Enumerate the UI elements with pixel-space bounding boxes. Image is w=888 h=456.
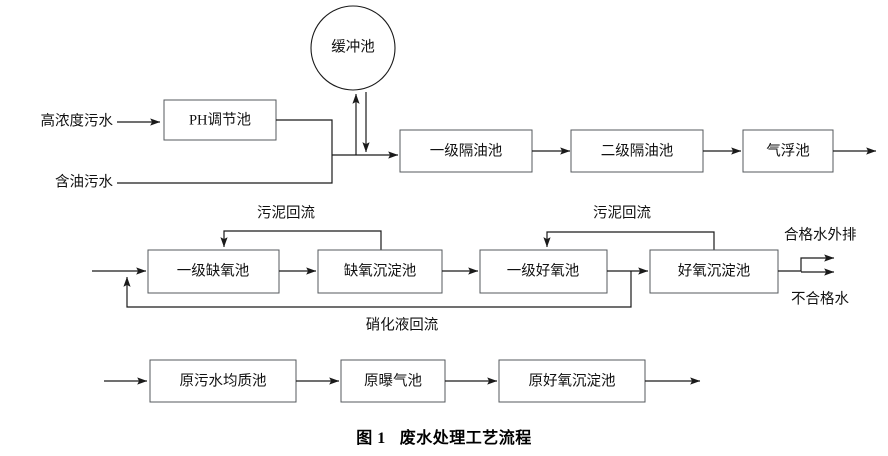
box-oil-separator-1[interactable] <box>399 129 533 173</box>
figure-caption-number: 图 1 <box>356 430 386 447</box>
box-raw-homogenizing-tank[interactable] <box>149 359 297 403</box>
box-flotation-tank[interactable] <box>742 129 834 173</box>
label-raw-homogenizing-tank: 原污水均质池 <box>180 372 267 389</box>
box-anoxic-tank-1[interactable] <box>147 249 280 294</box>
label-anoxic-tank-1: 一级缺氧池 <box>177 262 250 279</box>
label-anoxic-settling-tank: 缺氧沉淀池 <box>344 262 417 279</box>
connector-sludge-return-1 <box>220 230 382 250</box>
output-label-unqualified-water: 不合格水 <box>791 290 849 307</box>
label-sludge-return-2: 污泥回流 <box>593 204 651 221</box>
input-label-high-concentration: 高浓度污水 <box>41 112 114 129</box>
label-buffer-tank: 缓冲池 <box>331 38 375 55</box>
connector-sludge-return-2 <box>543 231 715 250</box>
box-aerobic-tank-1[interactable] <box>479 249 608 294</box>
box-raw-aeration-tank[interactable] <box>340 359 446 403</box>
connector-ph-to-junction <box>276 119 333 155</box>
figure-caption-title: 废水处理工艺流程 <box>399 430 532 447</box>
circle-buffer-tank[interactable] <box>310 5 396 91</box>
label-oil-separator-1: 一级隔油池 <box>430 142 503 159</box>
box-aerobic-settling-tank[interactable] <box>649 249 779 294</box>
connector-oily-to-junction <box>117 155 333 184</box>
input-label-oily-wastewater: 含油污水 <box>55 173 113 190</box>
label-ph-adjust-tank: PH调节池 <box>189 111 251 128</box>
label-sludge-return-1: 污泥回流 <box>257 204 315 221</box>
connector-qualified-water-out <box>778 254 835 272</box>
label-raw-aeration-tank: 原曝气池 <box>364 372 422 389</box>
box-anoxic-settling-tank[interactable] <box>317 249 443 294</box>
label-raw-aerobic-settling-tank: 原好氧沉淀池 <box>529 372 616 389</box>
label-oil-separator-2: 二级隔油池 <box>601 142 674 159</box>
label-aerobic-tank-1: 一级好氧池 <box>507 262 580 279</box>
figure-caption: 图 1 废水处理工艺流程 <box>0 424 888 448</box>
box-raw-aerobic-settling-tank[interactable] <box>498 359 646 403</box>
label-aerobic-settling-tank: 好氧沉淀池 <box>678 262 751 279</box>
output-label-qualified-water: 合格水外排 <box>784 226 857 243</box>
label-nitrification-return: 硝化液回流 <box>366 316 439 333</box>
label-flotation-tank: 气浮池 <box>766 142 810 159</box>
connector-nitrification-return <box>123 271 632 308</box>
